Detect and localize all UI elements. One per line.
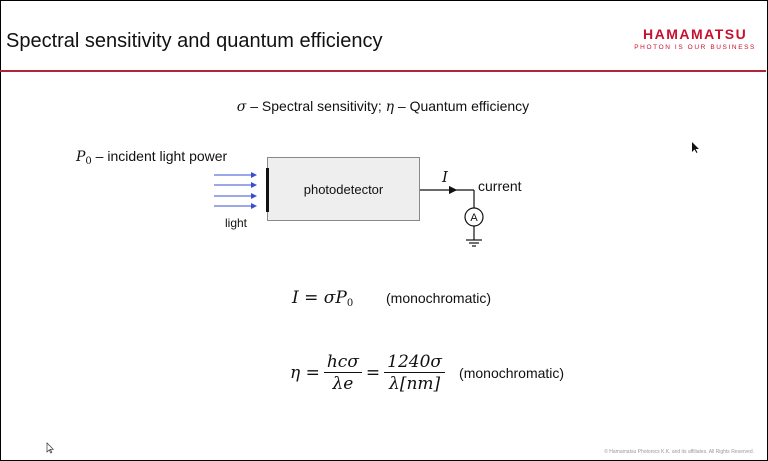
quantum-efficiency-equation: η = hcσ λe = 1240σ λ[nm] (monochromatic): [290, 350, 564, 396]
current-label: current: [478, 178, 522, 194]
sensitivity-equation: I = σP0: [292, 288, 353, 309]
detector-window: [266, 168, 269, 212]
eq2-frac2-numerator: 1240σ: [384, 352, 446, 373]
copyright-footer: © Hamamatsu Photonics K.K. and its affil…: [604, 449, 754, 455]
sigma-definition: – Spectral sensitivity;: [246, 98, 386, 114]
eq2-frac1-numerator: hcσ: [323, 352, 362, 373]
brand-logo: HAMAMATSU PHOTON IS OUR BUSINESS: [634, 26, 756, 51]
brand-name: HAMAMATSU: [643, 26, 748, 42]
photodetector-box: photodetector: [267, 157, 420, 221]
slide-title: Spectral sensitivity and quantum efficie…: [6, 30, 383, 52]
eta-definition: – Quantum efficiency: [394, 98, 530, 114]
mouse-cursor-icon: [692, 142, 699, 153]
p0-description: – incident light power: [91, 148, 228, 164]
eq1-note: (monochromatic): [386, 290, 492, 306]
eq2-frac2-denominator: λ[nm]: [389, 373, 441, 394]
brand-tagline: PHOTON IS OUR BUSINESS: [634, 44, 756, 51]
p0-symbol: P: [76, 149, 86, 165]
incident-power-label: P0 – incident light power: [76, 148, 227, 167]
title-divider: [0, 70, 766, 72]
photodetector-label: photodetector: [303, 182, 384, 197]
eq2-fraction-1: hcσ λe: [323, 352, 362, 395]
eq1-subscript: 0: [346, 298, 354, 309]
current-symbol: I: [442, 168, 448, 186]
ammeter-label: A: [470, 212, 478, 224]
eq1-expression: I = σP: [292, 288, 347, 308]
definitions-line: σ – Spectral sensitivity; η – Quantum ef…: [0, 98, 766, 115]
sigma-symbol: σ: [236, 99, 247, 115]
light-label: light: [225, 216, 248, 230]
eq2-note: (monochromatic): [459, 365, 565, 381]
eq2-frac1-denominator: λe: [332, 373, 354, 394]
eq2-equals: =: [365, 363, 381, 383]
p0-subscript: 0: [85, 156, 92, 167]
eq2-lhs: η =: [290, 363, 320, 383]
eq2-fraction-2: 1240σ λ[nm]: [384, 352, 446, 395]
pointer-cursor-icon: [46, 442, 55, 454]
eta-symbol: η: [385, 99, 395, 115]
